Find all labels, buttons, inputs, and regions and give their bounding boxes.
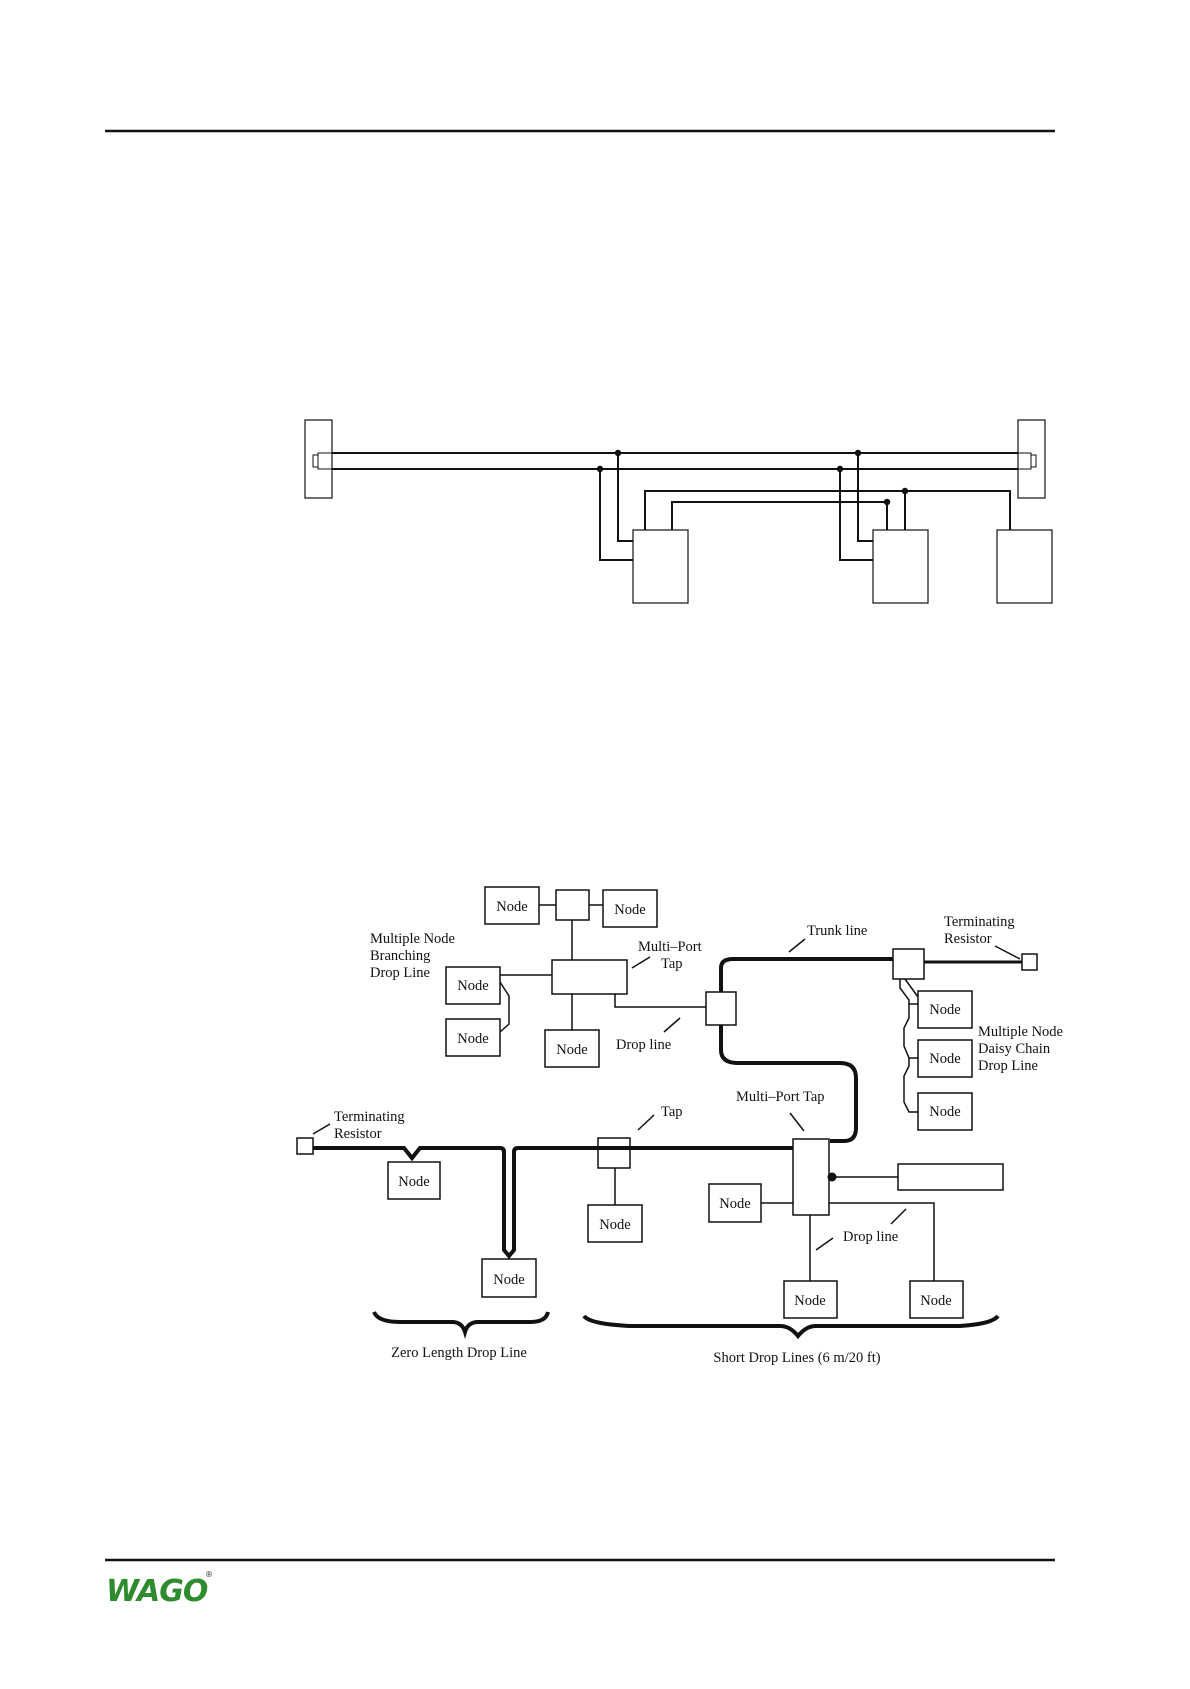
device-box-3 xyxy=(996,529,1053,604)
label-terminating-left-2: Resistor xyxy=(334,1126,382,1142)
branch-chain xyxy=(499,981,510,1033)
label-short-drop-lines: Short Drop Lines (6 m/20 ft) xyxy=(713,1350,880,1366)
device-box-1 xyxy=(632,529,689,604)
label-terminating-right-2: Resistor xyxy=(944,931,992,947)
stub-2b xyxy=(839,469,873,561)
wago-registered-mark: ® xyxy=(205,1570,213,1579)
stub-1a xyxy=(617,453,633,542)
stub-2a xyxy=(857,453,873,542)
node-label: Node xyxy=(398,1174,429,1190)
stub-1b xyxy=(599,469,633,561)
node-label: Node xyxy=(719,1196,750,1212)
label-drop-line-mid: Drop line xyxy=(616,1037,671,1053)
node-box-11 xyxy=(909,1280,964,1319)
trunk-line xyxy=(719,957,893,992)
link-to-box-3 xyxy=(905,490,1011,530)
node-label: Node xyxy=(920,1293,951,1309)
tap-middle xyxy=(705,991,737,1026)
label-multi-port-tap-2: Tap xyxy=(661,956,683,972)
terminator-left xyxy=(304,419,333,499)
node-label: Node xyxy=(929,1104,960,1120)
node-box-14 xyxy=(587,1204,643,1243)
node-box-4 xyxy=(445,1018,501,1057)
topology-diagram xyxy=(296,886,1038,1340)
bus-diagram xyxy=(304,419,1053,604)
label-daisy-3: Drop Line xyxy=(978,1058,1038,1074)
node-labels: Node Node Node Node Node Node Node Node … xyxy=(398,899,960,1309)
label-branching-3: Drop Line xyxy=(370,965,430,981)
node-label: Node xyxy=(929,1051,960,1067)
trunk-line-down xyxy=(719,1025,858,1143)
callout-labels: Multiple Node Branching Drop Line Multi–… xyxy=(334,914,1063,1366)
node-box-2 xyxy=(602,889,658,928)
bus-junctions xyxy=(596,449,909,506)
label-zero-length-drop-line: Zero Length Drop Line xyxy=(391,1345,527,1361)
label-multi-port-tap-1: Multi–Port xyxy=(638,939,702,955)
label-tap: Tap xyxy=(661,1104,683,1120)
node-label: Node xyxy=(614,902,645,918)
node-label: Node xyxy=(929,1002,960,1018)
node-label: Node xyxy=(794,1293,825,1309)
link-upper xyxy=(644,490,906,530)
junction-dot xyxy=(827,1172,837,1182)
label-branching-2: Branching xyxy=(370,948,430,964)
label-terminating-left-1: Terminating xyxy=(334,1109,405,1125)
multi-port-tap-top xyxy=(551,959,628,995)
node-label: Node xyxy=(493,1272,524,1288)
node-label: Node xyxy=(457,1031,488,1047)
trunk-line-bottom xyxy=(313,1146,793,1260)
terminator-right xyxy=(1017,419,1046,499)
node-box-3 xyxy=(445,966,501,1005)
multi-port-tap-bottom xyxy=(792,1138,830,1216)
junction-small-top xyxy=(555,889,590,921)
label-trunk-line: Trunk line xyxy=(807,923,867,939)
daisy-chain xyxy=(899,979,918,1005)
node-box-6 xyxy=(917,990,973,1029)
node-label: Node xyxy=(496,899,527,915)
node-label: Node xyxy=(599,1217,630,1233)
label-branching-1: Multiple Node xyxy=(370,931,455,947)
link-lower xyxy=(671,501,888,530)
device-bar xyxy=(897,1163,1004,1191)
label-multi-port-tap-bottom: Multi–Port Tap xyxy=(736,1089,825,1105)
brace-short-drop xyxy=(582,1314,1000,1340)
drop-line-to-tap xyxy=(614,994,706,1008)
resistor-left-icon xyxy=(312,454,319,468)
terminating-resistor-left xyxy=(296,1137,314,1155)
label-drop-line-bottom: Drop line xyxy=(843,1229,898,1245)
device-box-2 xyxy=(872,529,929,604)
label-terminating-right-1: Terminating xyxy=(944,914,1015,930)
node-box-13 xyxy=(481,1258,537,1298)
brace-zero-length xyxy=(372,1311,550,1339)
wago-logo-text: WAGO xyxy=(106,1574,208,1609)
node-label: Node xyxy=(457,978,488,994)
node-label: Node xyxy=(556,1042,587,1058)
label-daisy-1: Multiple Node xyxy=(978,1024,1063,1040)
label-daisy-2: Daisy Chain xyxy=(978,1041,1051,1057)
tap-bottom xyxy=(597,1137,631,1169)
resistor-right-icon xyxy=(1030,454,1037,468)
wago-logo: WAGO ® xyxy=(106,1570,213,1609)
tap-right xyxy=(892,948,925,980)
terminating-resistor-right xyxy=(1021,953,1038,971)
node-box-10 xyxy=(783,1280,838,1319)
node-box-12 xyxy=(387,1161,441,1200)
